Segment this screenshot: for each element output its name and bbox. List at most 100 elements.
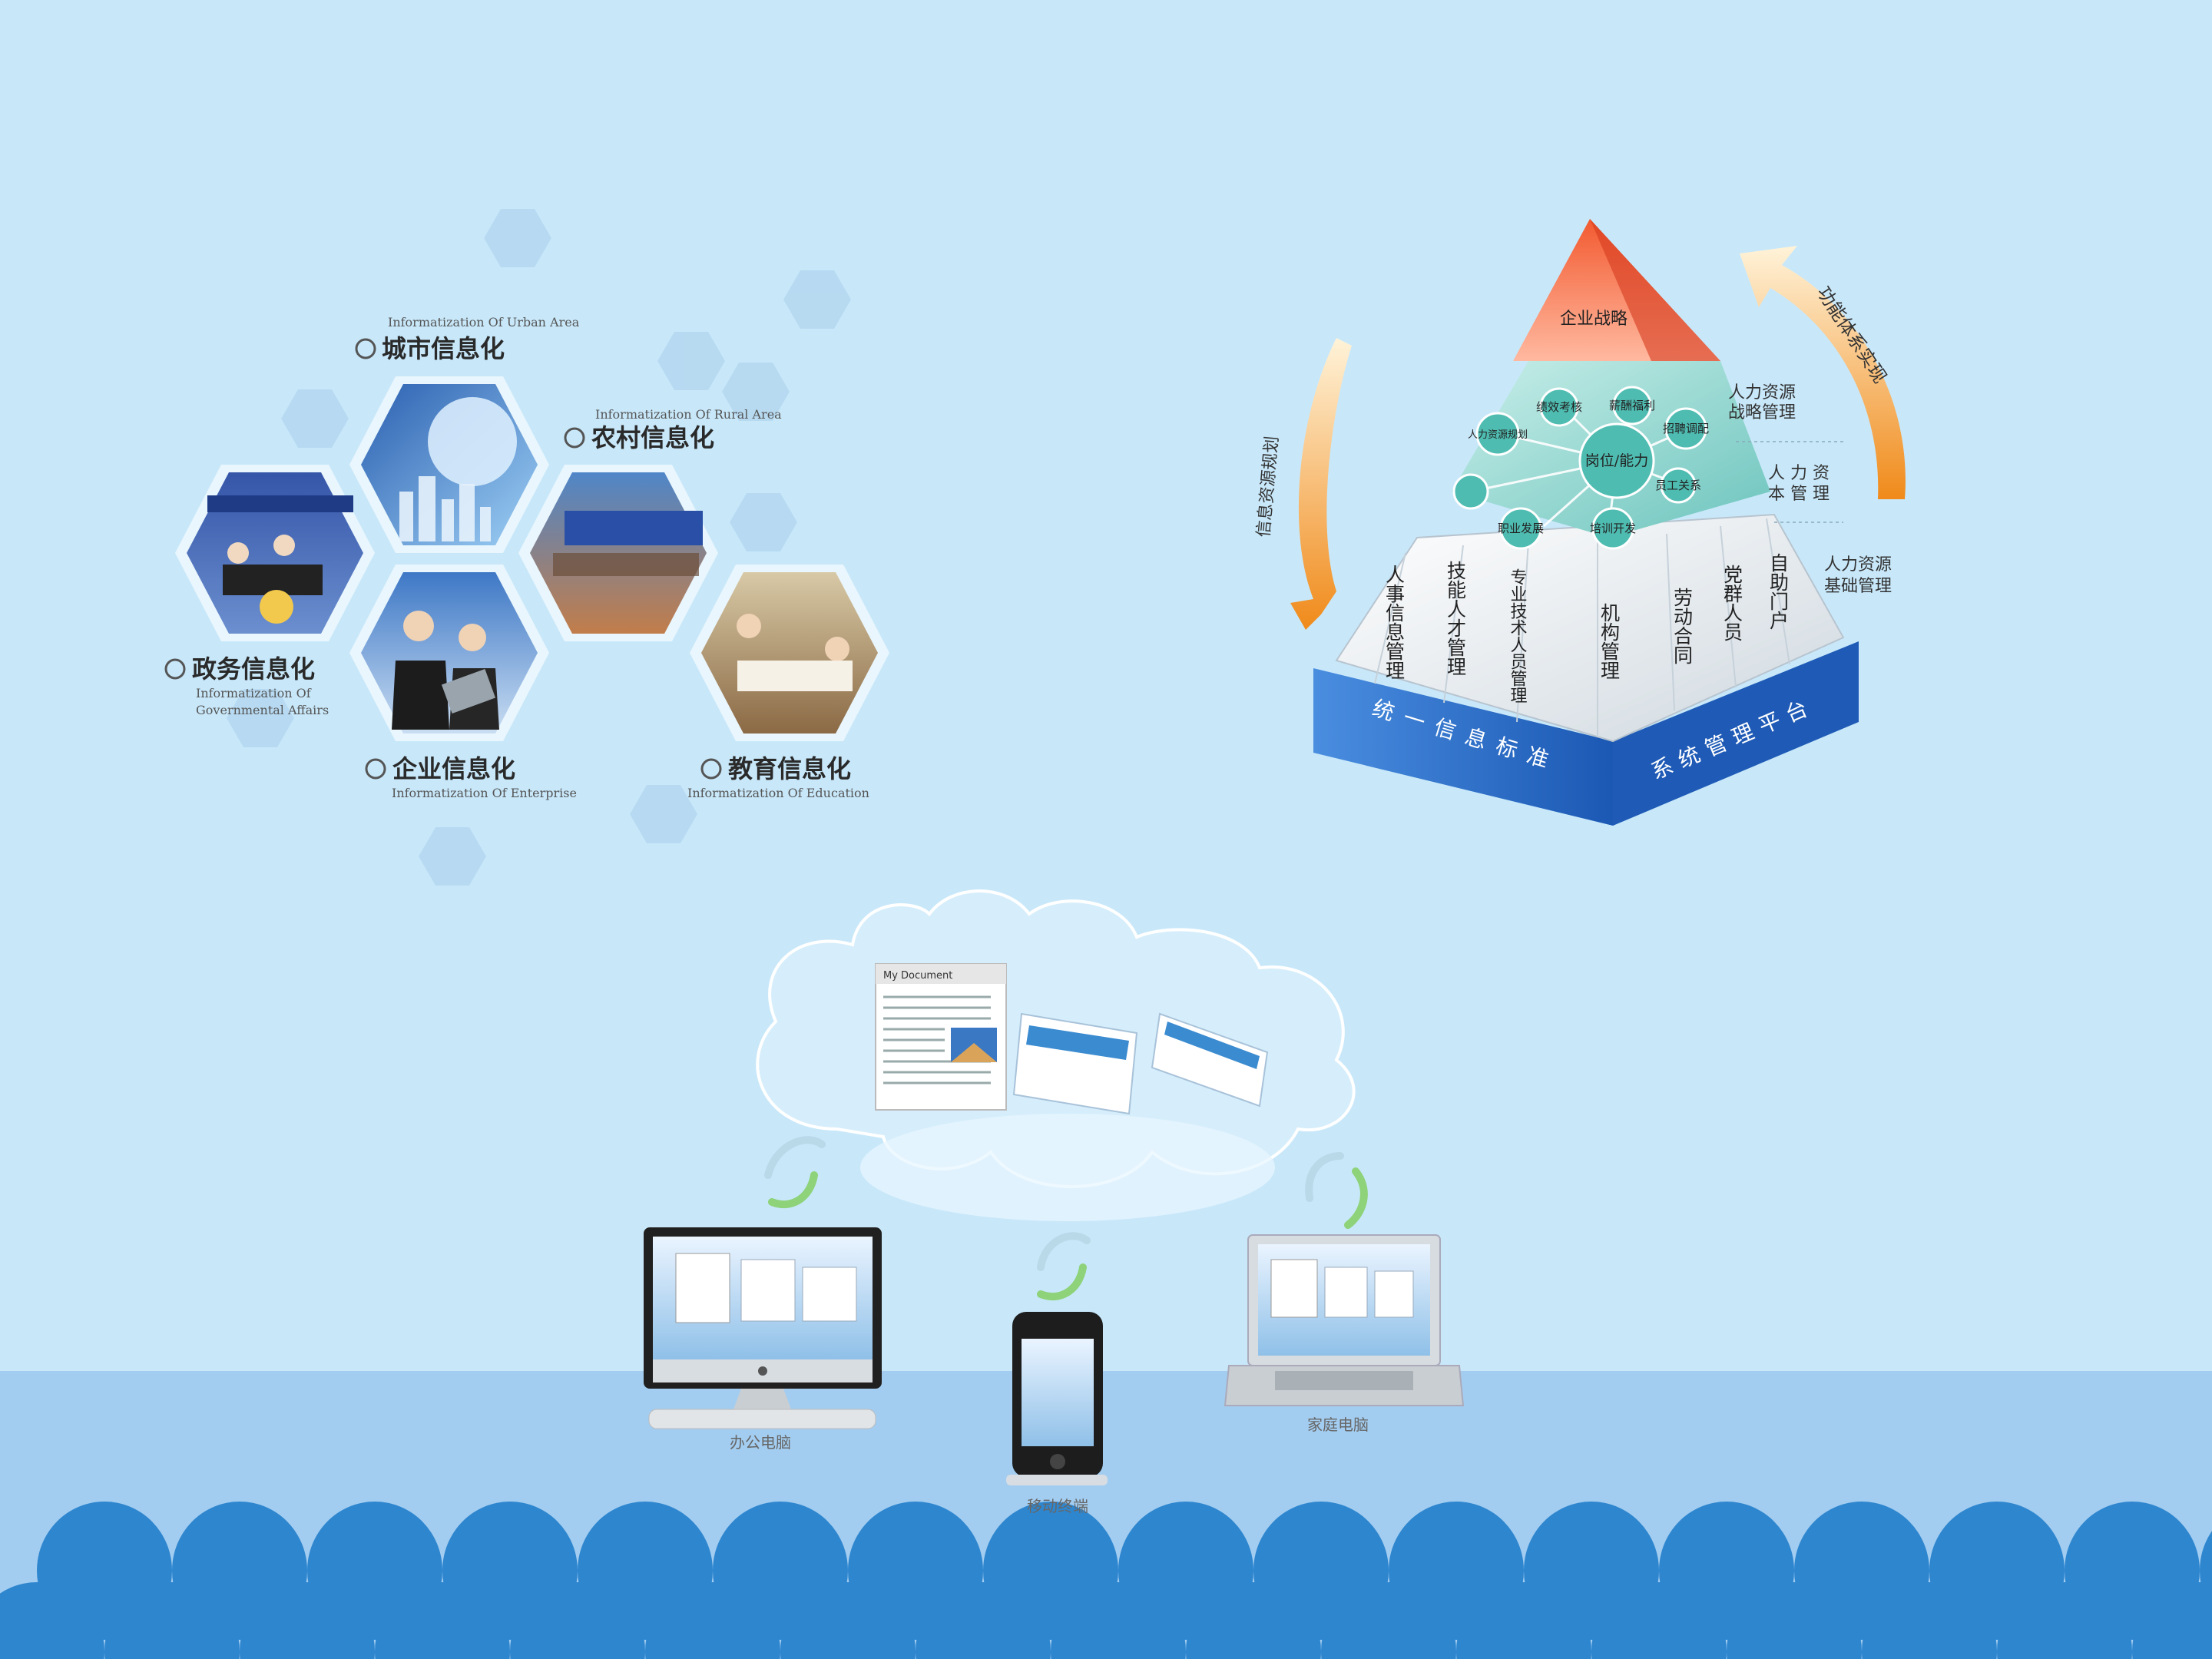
face-label: 自助门户: [1767, 553, 1790, 630]
label-enterprise-en: Informatization Of Enterprise: [392, 786, 577, 800]
label-city-en: Informatization Of Urban Area: [388, 315, 580, 329]
label-enterprise: 企业信息化 Informatization Of Enterprise: [365, 754, 577, 800]
label-education-cn: 教育信息化: [728, 754, 851, 783]
hex-informatization-panel: Informatization Of Urban Area 城市信息化 Info…: [164, 209, 889, 886]
side-label-strategy-1: 人力资源: [1728, 383, 1796, 402]
pyramid-face-labels: 人事信息管理 技能人才管理 专业技术人员管理 机构管理 劳动合同 党群人员 自助…: [1383, 553, 1790, 704]
label-rural-en: Informatization Of Rural Area: [595, 407, 782, 422]
wave-scallop: [510, 1582, 645, 1659]
arrow-left-icon: [1290, 338, 1352, 630]
enterprise-hex: [349, 565, 549, 741]
gov-hex: [175, 465, 375, 641]
document-page: My Document: [875, 963, 1007, 1111]
document-title: My Document: [883, 970, 952, 982]
decor-hexagons: [227, 209, 851, 886]
laptop-icon: 家庭电脑: [1224, 1234, 1465, 1434]
face-label: 技能人才管理: [1445, 561, 1467, 676]
pyramid-top-label: 企业战略: [1560, 310, 1628, 329]
node-label: 培训开发: [1590, 522, 1636, 535]
globe-icon: [428, 397, 517, 486]
side-label-basic-1: 人力资源: [1824, 555, 1892, 575]
decor-hex: [484, 209, 551, 267]
node-circle: [1591, 507, 1634, 550]
wave-scallop: [780, 1582, 916, 1659]
node-label: 员工关系: [1655, 478, 1701, 492]
face-label: 人事信息管理: [1383, 565, 1406, 680]
rural-hex: [518, 465, 718, 641]
label-enterprise-cn: 企业信息化: [392, 754, 515, 783]
sync-icon: [1305, 1152, 1368, 1229]
node-center-label: 岗位/能力: [1585, 452, 1648, 469]
desktop-monitor-icon: 办公电脑: [644, 1227, 882, 1452]
label-gov-cn: 政务信息化: [192, 654, 315, 684]
label-gov-en-2: Governmental Affairs: [196, 703, 329, 717]
face-label: 党群人员: [1721, 565, 1743, 641]
wave-scallop: [916, 1582, 1051, 1659]
label-city-cn: 城市信息化: [382, 334, 505, 363]
bullet-icon: [700, 758, 722, 780]
node-label: 绩效考核: [1536, 400, 1582, 414]
node-circle: [1539, 387, 1579, 427]
label-gov-en-1: Informatization Of: [196, 686, 312, 700]
face-label: 机构管理: [1598, 603, 1621, 680]
label-rural: Informatization Of Rural Area 农村信息化: [564, 407, 782, 452]
wave-scallop: [1862, 1582, 1997, 1659]
window-pane: [1012, 1012, 1138, 1115]
bullet-icon: [365, 758, 386, 780]
pyramid-node-labels: 岗位/能力 绩效考核 薪酬福利 招聘调配 培训开发 职业发展 人力资源规划 员工…: [1468, 399, 1709, 535]
side-label-capital-1: 人 力 资: [1768, 464, 1830, 483]
node-label: 招聘调配: [1663, 422, 1709, 435]
pyramid-band-right: [1613, 641, 1859, 826]
cloud-sync-diagram: My Document: [644, 889, 1465, 1515]
node-circle: [1664, 407, 1707, 450]
node-circle: [1660, 467, 1697, 504]
wave-scallop: [1591, 1582, 1727, 1659]
node-center: [1578, 422, 1655, 499]
phone-icon: 移动终端: [1006, 1312, 1108, 1515]
pyramid-band-left: [1313, 668, 1613, 826]
bullet-icon: [564, 427, 585, 449]
window-pane: [1151, 1012, 1269, 1108]
wave-scallop: [1727, 1582, 1862, 1659]
wave-scallop: [1456, 1582, 1591, 1659]
phone-label: 移动终端: [1027, 1497, 1088, 1515]
node-circle: [1452, 473, 1489, 510]
arrow-right-icon: [1740, 246, 1906, 499]
decor-hex: [227, 689, 294, 747]
node-label: 人力资源规划: [1468, 429, 1528, 441]
education-hex: [690, 565, 889, 741]
decor-hex: [630, 785, 697, 843]
label-education-en: Informatization Of Education: [687, 786, 869, 800]
side-label-basic-2: 基础管理: [1824, 577, 1892, 596]
label-gov: 政务信息化 Informatization Of Governmental Af…: [164, 654, 329, 717]
sync-icon: [764, 1136, 826, 1209]
wave-scallop: [240, 1582, 375, 1659]
label-city: Informatization Of Urban Area 城市信息化: [355, 315, 580, 363]
wave-scallop: [1997, 1582, 2132, 1659]
node-circle: [1499, 507, 1542, 550]
sync-icon: [1037, 1232, 1091, 1301]
wave-scallop: [645, 1582, 780, 1659]
decor-hex: [730, 493, 797, 551]
decor-hex: [722, 363, 790, 421]
wave-scallop: [104, 1582, 240, 1659]
decor-hex: [281, 389, 349, 448]
wave-border: [0, 1502, 2212, 1659]
wave-scallop: [1321, 1582, 1456, 1659]
node-label: 职业发展: [1498, 522, 1544, 535]
laptop-label: 家庭电脑: [1307, 1416, 1369, 1434]
desktop-label: 办公电脑: [730, 1433, 791, 1452]
node-label: 薪酬福利: [1609, 399, 1655, 412]
wave-scallop: [1186, 1582, 1321, 1659]
bullet-icon: [164, 658, 186, 680]
wave-scallop: [1051, 1582, 1186, 1659]
pyramid-side-labels: 人力资源 战略管理 人 力 资 本 管 理 人力资源 基础管理: [1728, 383, 1892, 596]
wave-scallop: [0, 1582, 104, 1659]
decor-hex: [783, 270, 851, 329]
city-hex: [349, 376, 549, 553]
node-circle: [1612, 386, 1652, 426]
side-label-strategy-2: 战略管理: [1728, 403, 1796, 422]
node-circle: [1475, 412, 1520, 456]
decor-hex: [657, 332, 725, 390]
